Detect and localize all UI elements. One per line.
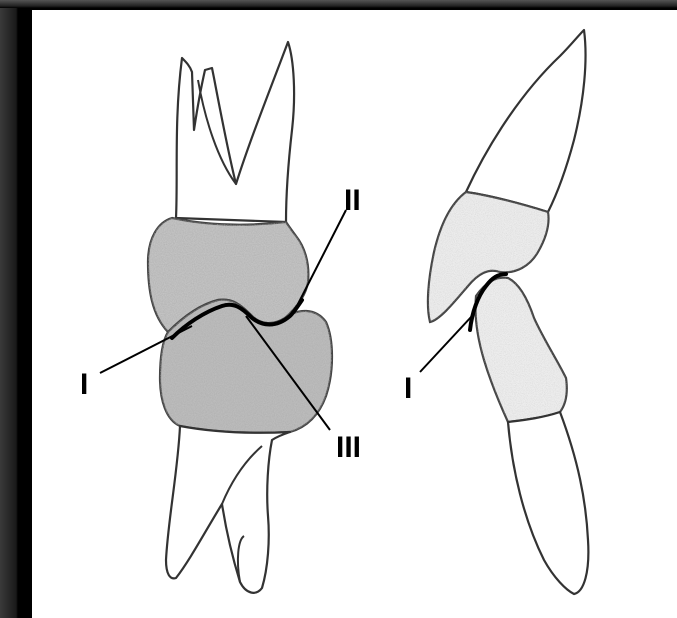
lower-right-crown-shading [475, 278, 566, 422]
label-I-right: I [404, 372, 412, 405]
label-III: III [336, 431, 361, 464]
leader-line-I-right [420, 316, 472, 372]
lower-left-crown-shading [160, 300, 332, 433]
left-tooth-pair [148, 42, 332, 593]
upper-left-tooth-roots [176, 42, 294, 222]
lower-left-tooth-roots [166, 426, 290, 593]
lower-right-tooth-root [508, 412, 588, 594]
label-I-left: I [80, 368, 88, 401]
right-tooth-pair [428, 30, 588, 594]
label-II: II [344, 184, 361, 217]
upper-right-tooth-root [466, 30, 586, 212]
